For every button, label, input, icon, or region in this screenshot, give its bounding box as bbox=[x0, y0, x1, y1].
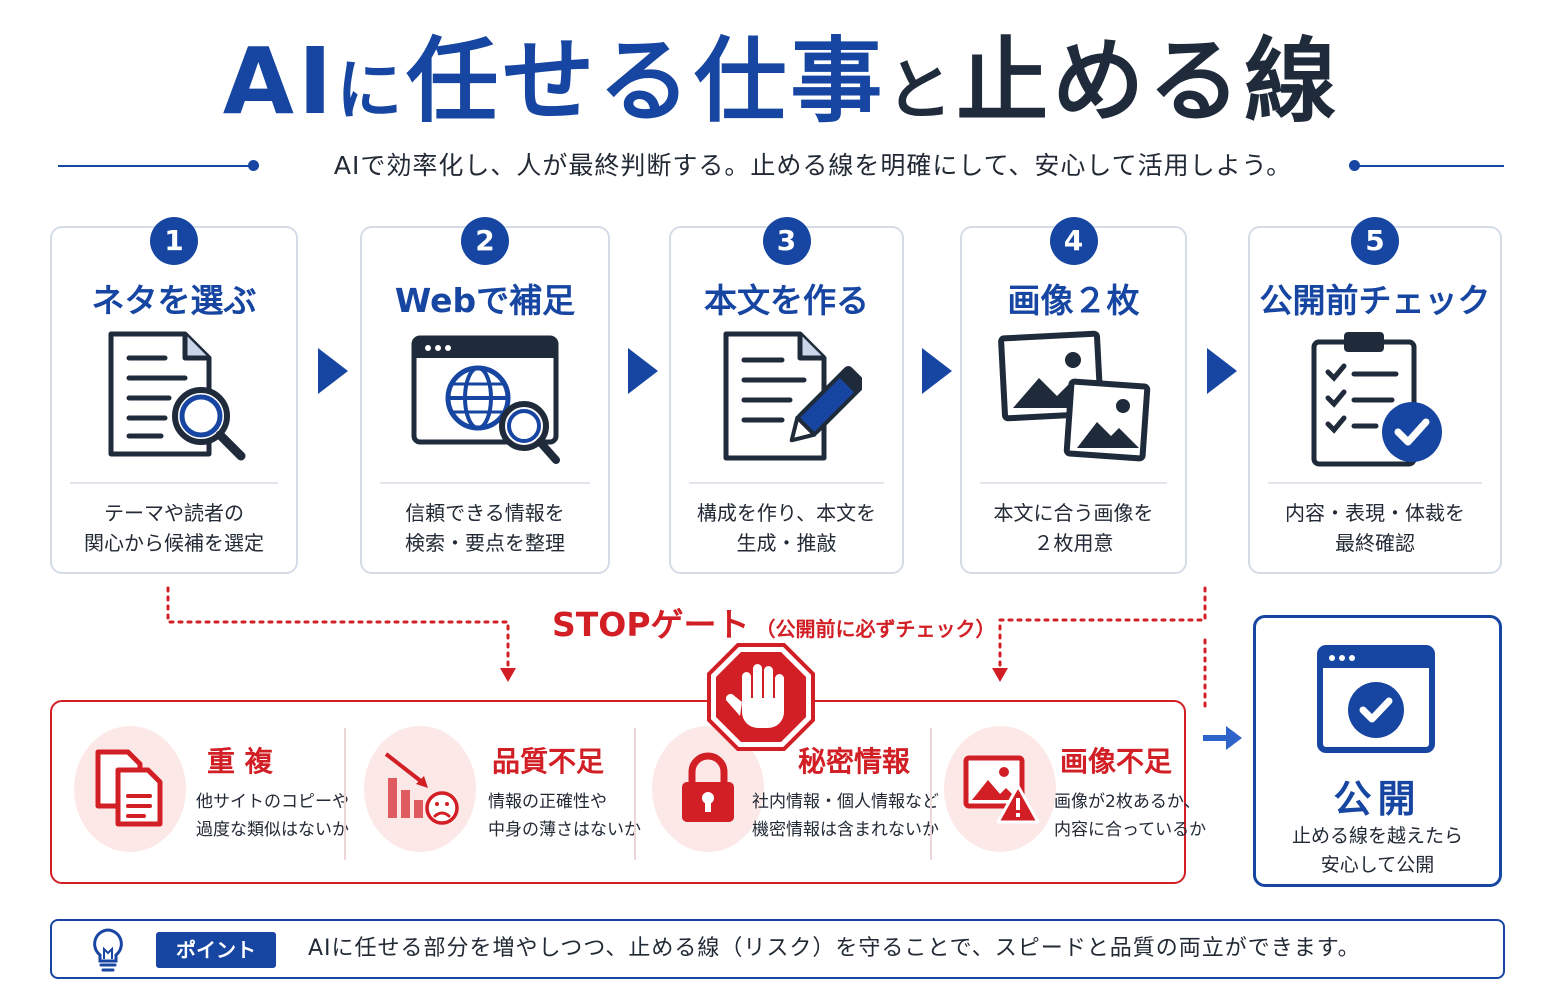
gate-divider bbox=[344, 728, 346, 860]
subtitle-line-right bbox=[1358, 165, 1504, 167]
title-to: と bbox=[886, 52, 957, 129]
duplicate-icon bbox=[95, 749, 163, 827]
step-divider bbox=[980, 482, 1167, 484]
arrow-right-icon bbox=[318, 348, 348, 394]
step-divider bbox=[70, 482, 278, 484]
gate-desc-line: 社内情報・個人情報など bbox=[752, 792, 939, 812]
step-card-4: 4 画像２枚 本文に合う画像を ２枚用意 bbox=[960, 217, 1187, 574]
page-title: AIに任せる仕事と止める線 bbox=[0, 22, 1563, 151]
step-number: 5 bbox=[1351, 217, 1399, 265]
step-title: Webで補足 bbox=[394, 281, 576, 320]
web-search-icon bbox=[411, 335, 560, 464]
stop-gate-title: STOPゲート（公開前に必ずチェック） bbox=[552, 598, 996, 644]
gate-desc-line: 画像が2枚あるか、 bbox=[1054, 792, 1201, 812]
arrow-right-icon bbox=[1207, 348, 1237, 394]
gate-description: 他サイトのコピーや 過度な類似はないか bbox=[196, 788, 349, 844]
arrow-right-icon bbox=[922, 348, 952, 394]
step-divider bbox=[380, 482, 590, 484]
step-description: 本文に合う画像を ２枚用意 bbox=[962, 498, 1185, 558]
step-card-3: 3 本文を作る 構成を作り、本文を 生成・推敲 bbox=[669, 217, 904, 574]
step-title: ネタを選ぶ bbox=[91, 281, 257, 320]
stop-gate-label: STOPゲート bbox=[552, 605, 750, 644]
title-ni: に bbox=[336, 52, 407, 129]
step-desc-line: 最終確認 bbox=[1335, 531, 1415, 555]
point-badge: ポイント bbox=[156, 932, 276, 968]
subtitle-row: AIで効率化し、人が最終判断する。止める線を明確にして、安心して活用しよう。 bbox=[58, 148, 1504, 184]
title-end: 止める線 bbox=[956, 28, 1341, 135]
quality-down-icon bbox=[384, 752, 459, 825]
gate-title: 画像不足 bbox=[1060, 745, 1173, 778]
two-images-icon bbox=[997, 330, 1150, 462]
gate-description: 情報の正確性や 中身の薄さはないか bbox=[488, 788, 641, 844]
step-desc-line: 生成・推敲 bbox=[736, 531, 837, 555]
point-text: AIに任せる部分を増やしつつ、止める線（リスク）を守ることで、スピードと品質の両… bbox=[308, 936, 1361, 961]
gate-icon-circle bbox=[944, 726, 1056, 852]
gate-desc-line: 機密情報は含まれないか bbox=[752, 820, 939, 840]
step-desc-line: ２枚用意 bbox=[1033, 531, 1114, 555]
gate-icon-circle bbox=[364, 726, 476, 852]
step-desc-line: 信頼できる情報を bbox=[405, 501, 565, 525]
stop-gate-panel: 重 複 他サイトのコピーや 過度な類似はないか 品質不足 情報の正確性や 中身の… bbox=[50, 700, 1206, 884]
step-desc-line: テーマや読者の bbox=[104, 501, 244, 525]
step-description: テーマや読者の 関心から候補を選定 bbox=[52, 498, 296, 558]
step-number: 1 bbox=[150, 217, 198, 265]
step-desc-line: 内容・表現・体裁を bbox=[1285, 501, 1465, 525]
step-card-2: 2 Webで補足 信頼できる情報を 検索・要点を整理 bbox=[360, 217, 610, 574]
arrow-right-icon bbox=[628, 348, 658, 394]
image-warning-icon bbox=[963, 755, 1040, 824]
step-description: 内容・表現・体裁を 最終確認 bbox=[1250, 498, 1500, 558]
gate-title: 品質不足 bbox=[492, 745, 605, 778]
gate-icon-circle bbox=[74, 726, 186, 852]
gate-description: 画像が2枚あるか、 内容に合っているか bbox=[1054, 788, 1206, 844]
title-ai: AI bbox=[222, 28, 337, 135]
subtitle-line-left bbox=[58, 165, 250, 167]
gate-desc-line: 情報の正確性や bbox=[488, 792, 607, 812]
lock-icon bbox=[682, 752, 734, 822]
title-main: 任せる仕事 bbox=[406, 28, 887, 135]
stop-hand-icon bbox=[707, 643, 815, 751]
gate-desc-line: 中身の薄さはないか bbox=[488, 820, 641, 840]
lightbulb-icon bbox=[93, 928, 123, 972]
clipboard-check-icon bbox=[1311, 332, 1442, 467]
subtitle-dot-right bbox=[1349, 160, 1360, 171]
step-card-5: 5 公開前チェック 内容・表現・体裁を 最終確認 bbox=[1248, 217, 1502, 574]
step-title: 本文を作る bbox=[704, 281, 869, 320]
gate-desc-line: 他サイトのコピーや bbox=[196, 792, 349, 812]
publish-desc-line: 安心して公開 bbox=[1320, 854, 1435, 876]
gate-divider bbox=[930, 728, 932, 860]
publish-description: 止める線を越えたら 安心して公開 bbox=[1256, 822, 1499, 880]
document-pen-icon bbox=[723, 331, 862, 461]
step-divider bbox=[689, 482, 884, 484]
stop-gate-note: （公開前に必ずチェック） bbox=[755, 617, 996, 641]
document-search-icon bbox=[108, 331, 246, 461]
step-number: 3 bbox=[762, 217, 811, 265]
point-bar: ポイント AIに任せる部分を増やしつつ、止める線（リスク）を守ることで、スピード… bbox=[50, 919, 1505, 979]
step-desc-line: 本文に合う画像を bbox=[993, 501, 1154, 525]
publish-panel: 公開 止める線を越えたら 安心して公開 bbox=[1253, 615, 1502, 887]
step-desc-line: 検索・要点を整理 bbox=[405, 531, 565, 555]
gate-desc-line: 過度な類似はないか bbox=[196, 820, 349, 840]
step-title: 画像２枚 bbox=[1007, 281, 1140, 320]
gate-title: 重 複 bbox=[207, 745, 273, 778]
publish-desc-line: 止める線を越えたら bbox=[1291, 825, 1463, 847]
step-desc-line: 関心から候補を選定 bbox=[84, 531, 264, 555]
step-card-1: 1 ネタを選ぶ テーマや読者の 関心から候補を選定 bbox=[50, 217, 298, 574]
step-divider bbox=[1268, 482, 1482, 484]
gate-title: 秘密情報 bbox=[798, 745, 911, 778]
gate-divider bbox=[634, 728, 636, 860]
step-desc-line: 構成を作り、本文を bbox=[696, 501, 877, 525]
step-number: 4 bbox=[1049, 217, 1098, 265]
step-title: 公開前チェック bbox=[1259, 281, 1491, 320]
publish-title: 公開 bbox=[1333, 777, 1422, 821]
subtitle-dot-left bbox=[248, 160, 259, 171]
gate-description: 社内情報・個人情報など 機密情報は含まれないか bbox=[752, 788, 939, 844]
gate-desc-line: 内容に合っているか bbox=[1054, 820, 1207, 840]
step-description: 信頼できる情報を 検索・要点を整理 bbox=[362, 498, 608, 558]
browser-check-icon bbox=[1317, 645, 1435, 753]
subtitle: AIで効率化し、人が最終判断する。止める線を明確にして、安心して活用しよう。 bbox=[333, 151, 1293, 180]
step-number: 2 bbox=[461, 217, 509, 265]
step-description: 構成を作り、本文を 生成・推敲 bbox=[671, 498, 902, 558]
